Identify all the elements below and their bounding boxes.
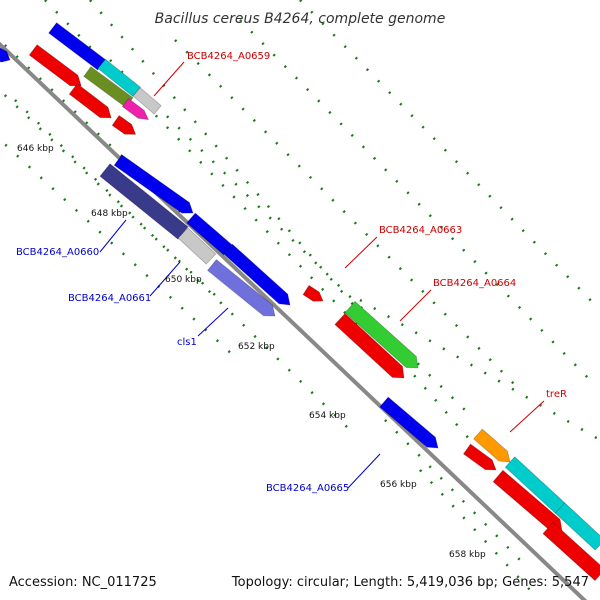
kbp-label-654: 654 kbp: [309, 411, 346, 421]
leader-line: [347, 453, 381, 489]
gene-arrow[interactable]: [99, 163, 189, 240]
gene-arrow[interactable]: [473, 428, 511, 463]
tick-line: [384, 419, 521, 561]
kbp-label-646: 646 kbp: [17, 144, 54, 154]
genome-summary-text: Topology: circular; Length: 5,419,036 bp…: [231, 575, 589, 590]
kbp-label-650: 650 kbp: [165, 275, 202, 285]
kbp-label-656: 656 kbp: [380, 480, 417, 490]
gene-arrow[interactable]: [554, 502, 600, 551]
gene-arrow[interactable]: [223, 243, 291, 306]
gene-arrow[interactable]: [0, 47, 11, 63]
gene-label-bcb4264-a0660[interactable]: BCB4264_A0660: [16, 247, 99, 258]
kbp-label-658: 658 kbp: [449, 550, 486, 560]
kbp-label-648: 648 kbp: [91, 209, 128, 219]
gene-arrow[interactable]: [492, 469, 563, 532]
gene-label-bcb4264-a0665[interactable]: BCB4264_A0665: [266, 483, 349, 494]
leader-line: [197, 307, 229, 337]
gene-arrow[interactable]: [207, 259, 276, 317]
gene-label-bcb4264-a0661[interactable]: BCB4264_A0661: [68, 293, 151, 304]
gene-arrow[interactable]: [68, 83, 112, 119]
gene-arrow[interactable]: [542, 521, 600, 582]
kbp-label-652: 652 kbp: [238, 342, 275, 352]
gene-arrow[interactable]: [379, 396, 439, 449]
tick-line: [89, 0, 471, 441]
tick-line: [419, 469, 531, 591]
tick-line: [44, 0, 401, 371]
leader-line: [509, 400, 545, 433]
gene-label-bcb4264-a0659[interactable]: BCB4264_A0659: [187, 51, 270, 62]
gene-arrow[interactable]: [121, 97, 150, 121]
tick-line: [174, 39, 521, 391]
gene-label-cls1[interactable]: cls1: [177, 337, 197, 348]
gene-arrow[interactable]: [97, 58, 141, 98]
gene-arrow[interactable]: [302, 284, 324, 302]
leader-line: [153, 61, 185, 97]
gene-arrow[interactable]: [334, 312, 405, 379]
gene-arrow[interactable]: [28, 44, 82, 87]
leader-line: [149, 261, 181, 297]
gene-arrow[interactable]: [113, 154, 194, 214]
leader-line: [344, 236, 378, 269]
gene-label-bcb4264-a0664[interactable]: BCB4264_A0664: [433, 278, 516, 289]
gene-label-trer[interactable]: treR: [546, 389, 567, 400]
gene-features: [0, 22, 600, 582]
genome-title: Bacillus cereus B4264, complete genome: [155, 11, 446, 27]
label-leader-lines: [99, 61, 545, 489]
tick-line: [239, 19, 591, 381]
tick-line: [14, 99, 351, 431]
gene-arrow[interactable]: [132, 87, 162, 115]
genome-backbone: [0, 41, 588, 600]
tick-line: [299, 0, 600, 311]
accession-text: Accession: NC_011725: [9, 575, 157, 590]
gene-arrow[interactable]: [177, 227, 217, 265]
gene-arrow[interactable]: [462, 443, 497, 471]
leader-line: [399, 289, 432, 322]
leader-line: [99, 219, 127, 253]
gene-label-bcb4264-a0663[interactable]: BCB4264_A0663: [379, 225, 462, 236]
gene-arrow[interactable]: [344, 300, 419, 369]
gene-arrow[interactable]: [111, 114, 137, 135]
gene-arrow[interactable]: [504, 456, 566, 514]
gene-arrow[interactable]: [83, 66, 134, 108]
